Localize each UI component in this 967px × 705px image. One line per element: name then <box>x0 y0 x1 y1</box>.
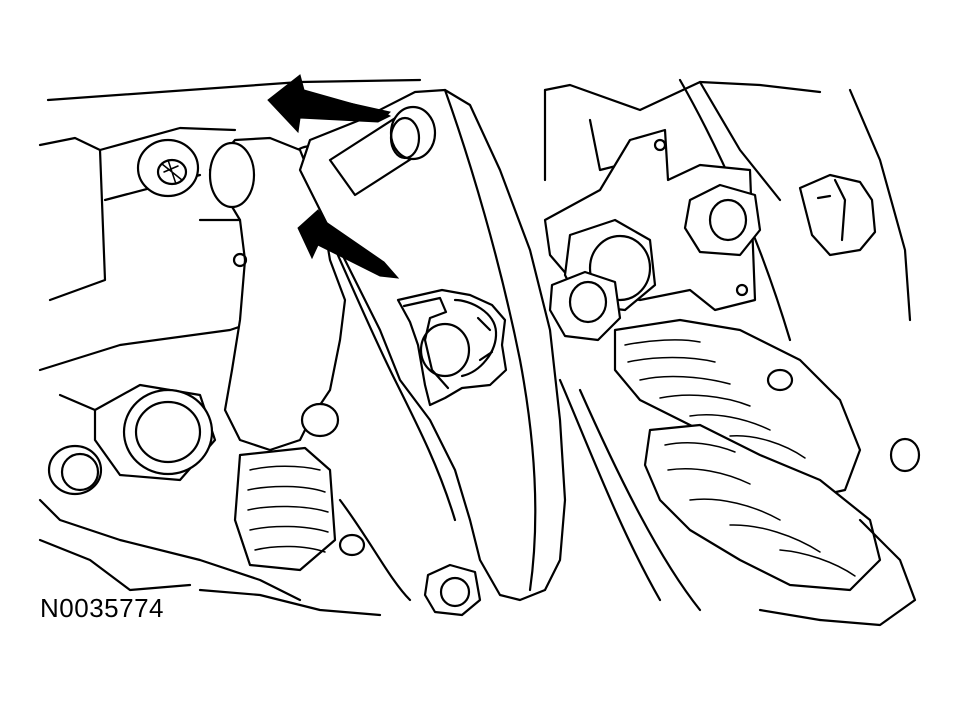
large-hex-bolt <box>58 383 217 482</box>
corrugated-hose-left <box>233 446 337 572</box>
threaded-stud <box>136 138 200 198</box>
corrugated-hose-right <box>613 318 921 592</box>
electrical-connector <box>798 173 877 257</box>
lower-arrow <box>297 209 400 279</box>
pin-shaft <box>328 105 437 197</box>
right-hex-bolt-1 <box>683 183 762 257</box>
figure-id-label: N0035774 <box>40 593 164 623</box>
retaining-clip <box>396 288 508 407</box>
lower-arm-bolt <box>338 533 482 617</box>
upper-arrow <box>267 74 392 134</box>
engine-housing-right <box>543 78 912 612</box>
right-hex-bolt-3 <box>548 270 622 342</box>
left-round-bolt <box>47 444 103 496</box>
lower-right-housing <box>758 518 917 627</box>
